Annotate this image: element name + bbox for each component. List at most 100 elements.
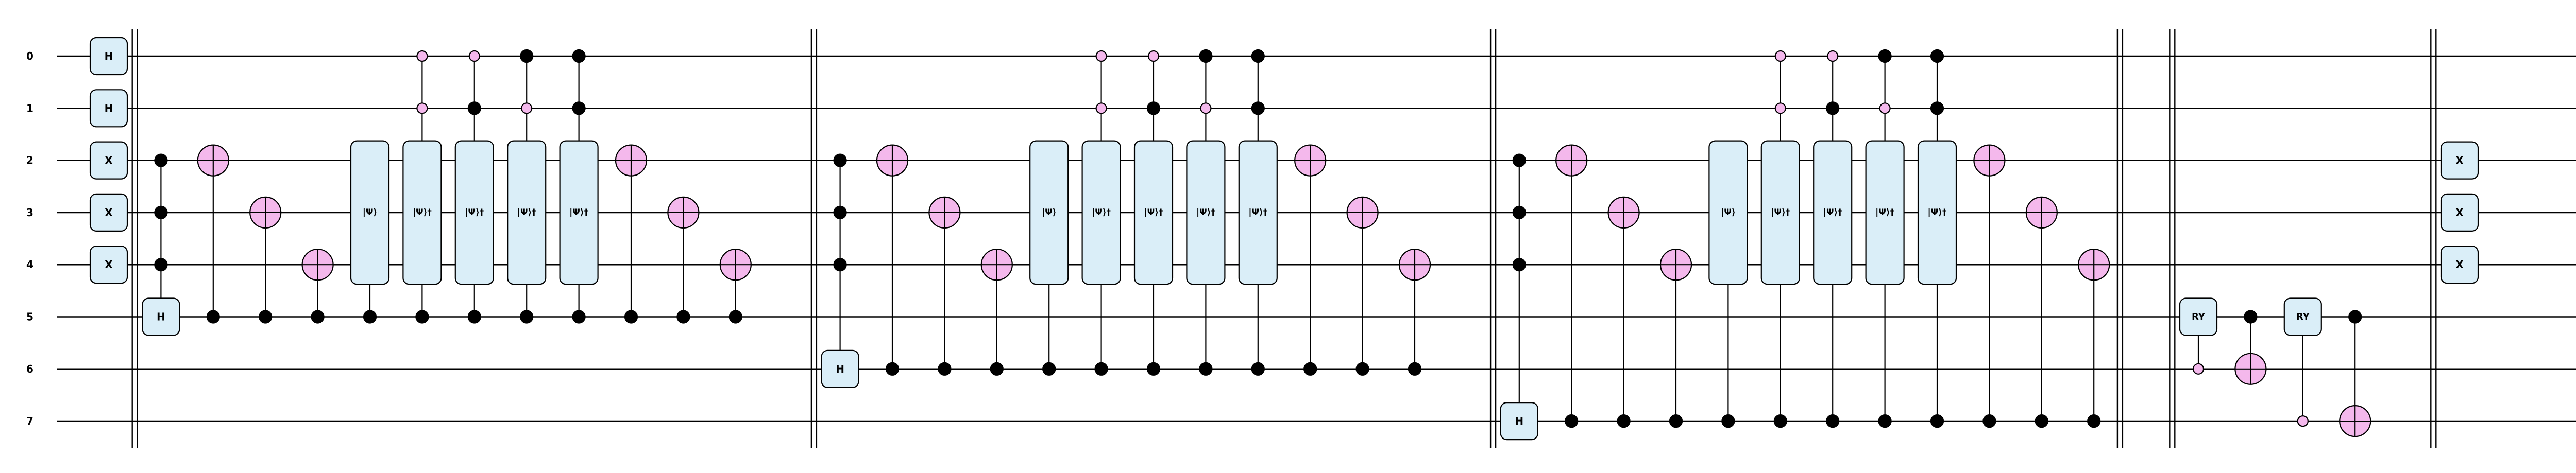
open-control-dot: [1095, 102, 1107, 114]
control-dot: [1930, 101, 1944, 115]
cnot-gate: [197, 144, 229, 324]
control-dot: [938, 362, 952, 376]
gate-box: [89, 141, 128, 180]
cnot-gate: [667, 196, 700, 324]
qubit-label: 2: [26, 154, 33, 167]
control-dot: [1303, 362, 1317, 376]
multi-qubit-gate: |Ψ⟩†: [402, 50, 442, 324]
gate-box: [821, 349, 859, 388]
open-control-dot: [1095, 50, 1107, 62]
control-dot: [572, 101, 586, 115]
gate-label: H: [836, 363, 844, 375]
control-dot: [1878, 49, 1892, 63]
gate-label: |Ψ⟩†: [413, 207, 432, 218]
control-dot: [1930, 49, 1944, 63]
open-control-dot: [416, 102, 428, 114]
control-dot: [1251, 101, 1265, 115]
gate-x: X: [2440, 193, 2479, 232]
control-dot: [728, 310, 742, 324]
control-dot: [1094, 362, 1108, 376]
gate-box: [1917, 140, 1957, 285]
gate-label: X: [2455, 206, 2464, 219]
gate-box: [1133, 140, 1174, 285]
control-dot: [1251, 49, 1265, 63]
gate-box: [507, 140, 547, 285]
control-dot: [1773, 414, 1787, 428]
cnot-gate: [2234, 310, 2267, 385]
gate-label: X: [2455, 258, 2464, 271]
gate-label: X: [105, 258, 113, 271]
control-dot: [1826, 414, 1840, 428]
gate-box: [1760, 140, 1800, 285]
control-dot: [154, 153, 168, 167]
control-dot: [1565, 414, 1579, 428]
gate-box: [402, 140, 442, 285]
qubit-label: 3: [26, 206, 33, 219]
gate-box: [142, 297, 180, 336]
control-dot: [154, 205, 168, 219]
gate-box: [1708, 140, 1748, 285]
gate-box: [1081, 140, 1121, 285]
gates: HHXXXH|Ψ⟩|Ψ⟩†|Ψ⟩†|Ψ⟩†|Ψ⟩†H|Ψ⟩|Ψ⟩†|Ψ⟩†|Ψ⟩…: [89, 37, 2479, 441]
open-control-dot: [521, 102, 533, 114]
gate-label: RY: [2192, 311, 2206, 322]
control-dot: [833, 205, 847, 219]
control-dot: [1408, 362, 1422, 376]
control-dot: [1826, 101, 1840, 115]
gate-box: [1029, 140, 1069, 285]
multi-qubit-gate: |Ψ⟩†: [507, 49, 547, 324]
control-dot: [1199, 362, 1213, 376]
open-control-dot: [2297, 415, 2309, 427]
gate-x: X: [89, 193, 128, 232]
control-dot: [2035, 414, 2048, 428]
gate-box: [89, 193, 128, 232]
control-dot: [1721, 414, 1735, 428]
cnot-gate: [1398, 249, 1431, 376]
gate-label: |Ψ⟩†: [1823, 207, 1842, 218]
control-dot: [1251, 362, 1265, 376]
control-dot: [833, 258, 847, 272]
multi-qubit-gate: |Ψ⟩†: [1865, 49, 1905, 428]
control-dot: [1199, 49, 1213, 63]
control-dot: [1512, 258, 1526, 272]
qubit-label: 7: [26, 415, 33, 427]
control-dot: [1617, 414, 1631, 428]
cnot-gate: [2025, 196, 2058, 428]
cnot-gate: [980, 249, 1013, 376]
control-dot: [1512, 205, 1526, 219]
cnot-gate: [1555, 144, 1588, 428]
gate-label: |Ψ⟩†: [517, 207, 536, 218]
gate-label: |Ψ⟩†: [1196, 207, 1215, 218]
gate-label: RY: [2296, 311, 2310, 322]
control-dot: [1930, 414, 1944, 428]
control-dot: [1669, 414, 1683, 428]
gate-label: |Ψ⟩†: [1875, 207, 1894, 218]
control-dot: [1982, 414, 1996, 428]
open-control-dot: [2192, 363, 2205, 375]
qubit-label: 0: [26, 50, 33, 62]
qubit-label: 4: [26, 258, 33, 271]
multi-qubit-gate: |Ψ⟩†: [454, 50, 494, 324]
control-dot: [572, 310, 586, 324]
gate-x: X: [89, 246, 128, 284]
gate-box: [1813, 140, 1853, 285]
open-control-dot: [1200, 102, 1212, 114]
multi-qubit-gate: |Ψ⟩†: [1186, 49, 1226, 376]
gate-box: [1186, 140, 1226, 285]
control-dot: [1146, 362, 1161, 376]
control-dot: [1042, 362, 1056, 376]
multi-qubit-gate: |Ψ⟩†: [1760, 50, 1800, 428]
gate-box: [559, 140, 599, 285]
cnot-gate: [876, 144, 909, 376]
multi-qubit-gate: |Ψ⟩†: [1238, 49, 1278, 376]
open-control-dot: [1774, 50, 1786, 62]
gate-label: |Ψ⟩: [1721, 207, 1735, 218]
control-dot: [206, 310, 220, 324]
gate-x: X: [2440, 246, 2479, 284]
gate-label: H: [105, 102, 113, 114]
control-dot: [259, 310, 273, 324]
gate-box: [1500, 401, 1538, 441]
open-control-dot: [1879, 102, 1891, 114]
gate-label: H: [105, 50, 113, 62]
control-dot: [885, 362, 900, 376]
